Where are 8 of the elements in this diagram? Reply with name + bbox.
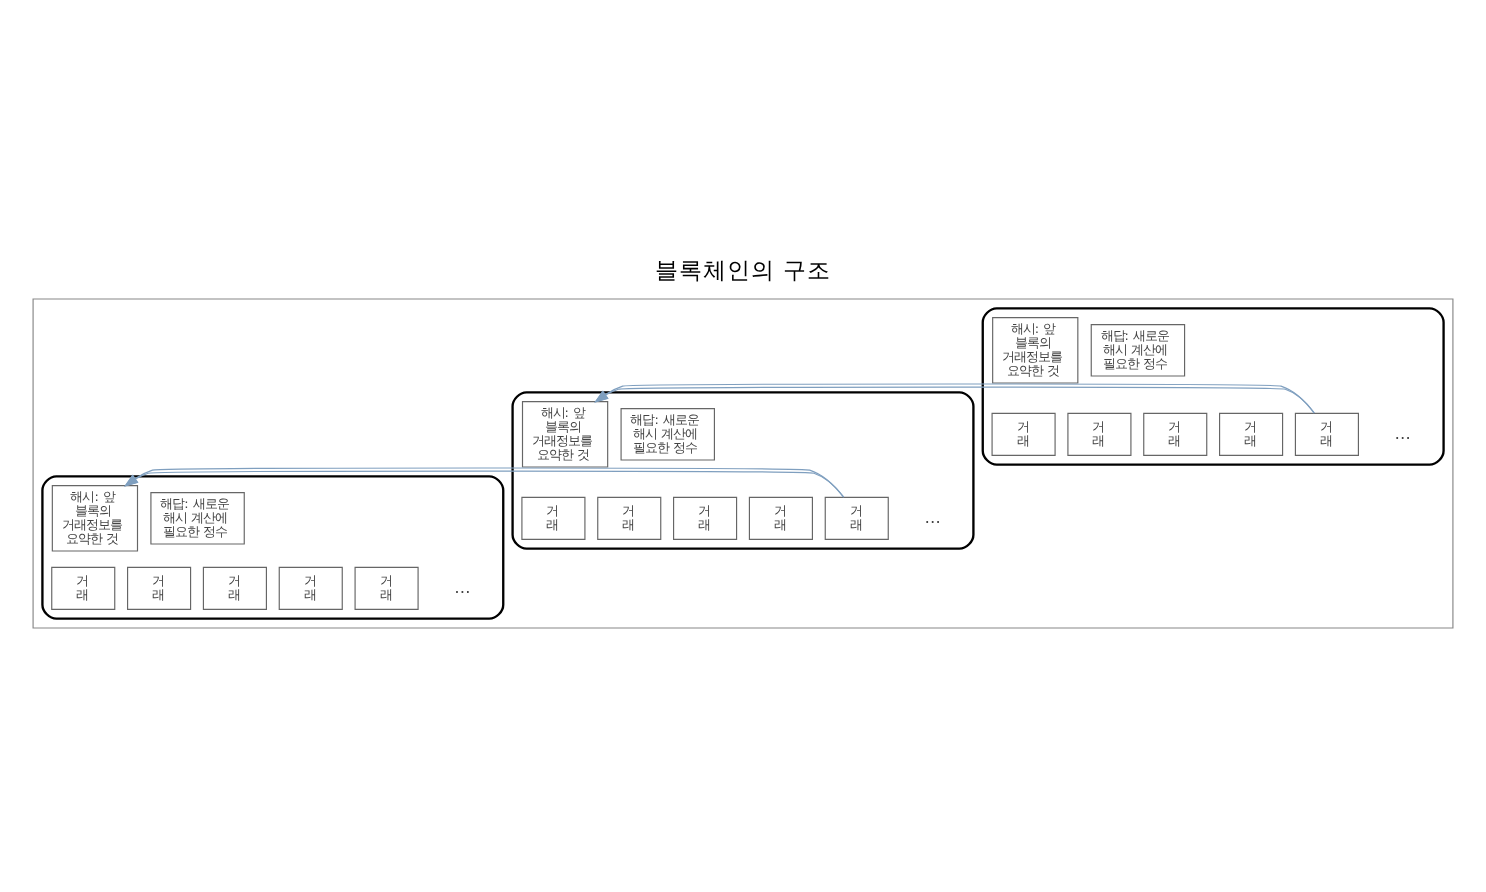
label: …: [1394, 422, 1411, 443]
cluster: [981, 307, 1445, 466]
arrow: [123, 467, 845, 498]
diagram-title: 블록체인의 구조: [655, 256, 831, 284]
arrow: [594, 383, 1316, 414]
cluster: [32, 298, 1454, 629]
label: …: [924, 506, 941, 527]
label: …: [454, 576, 471, 597]
